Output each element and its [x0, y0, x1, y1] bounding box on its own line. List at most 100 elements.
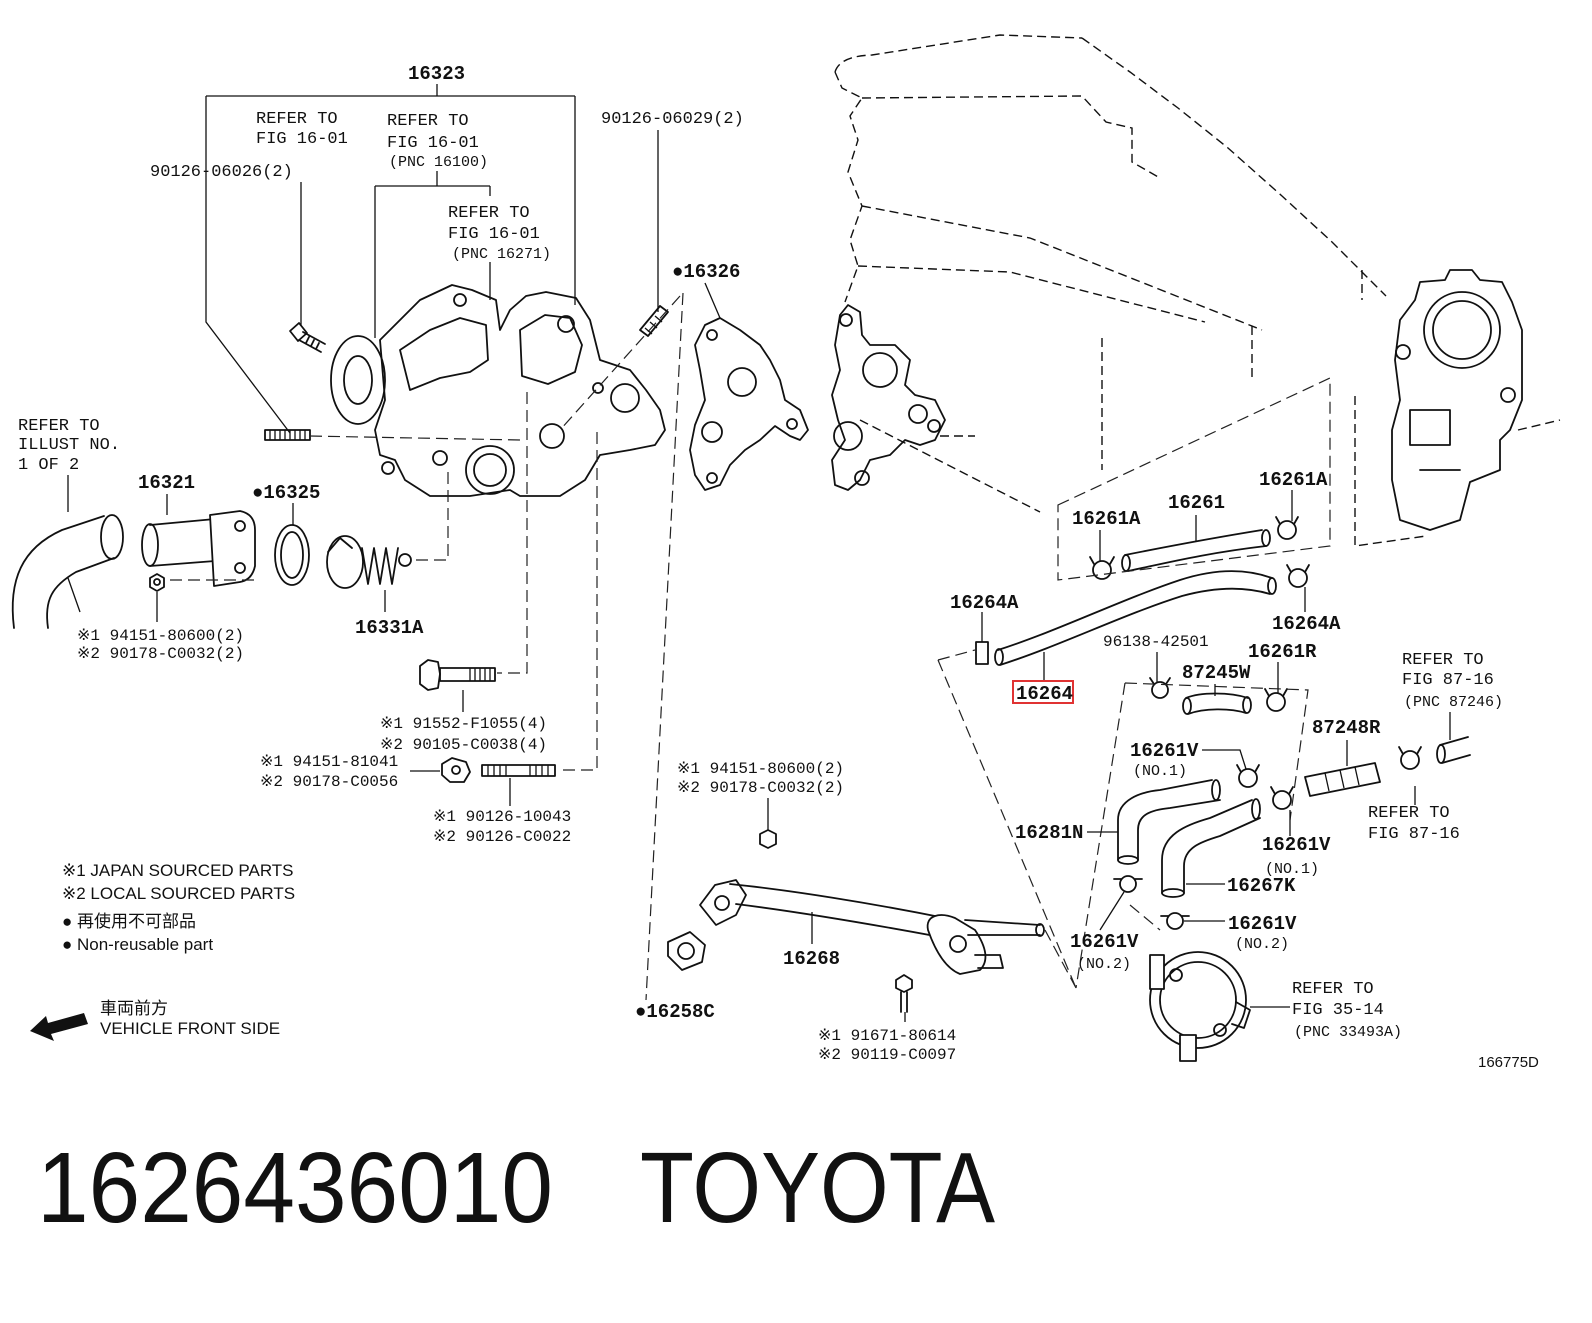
legend-japan-sourced: ※1 JAPAN SOURCED PARTS: [62, 861, 294, 880]
label-16268: 16268: [783, 948, 840, 970]
leader-lines: [67, 84, 1451, 1022]
label-nut-e-1: ※1 94151-80600(2): [677, 760, 844, 778]
label-16261a-left: 16261A: [1072, 508, 1141, 530]
label-16264a-left: 16264A: [950, 592, 1019, 614]
legend-non-reusable-en: ● Non-reusable part: [62, 935, 213, 954]
label-bolt-b-2: ※2 90105-C0038(4): [380, 736, 547, 754]
direction-label-en: VEHICLE FRONT SIDE: [100, 1019, 280, 1038]
direction-label-jp: 車両前方: [100, 999, 168, 1018]
label-nut-c-2: ※2 90178-C0056: [260, 773, 398, 791]
label-bolt-f-1: ※1 91671-80614: [818, 1027, 956, 1045]
label-16264a-right: 16264A: [1272, 613, 1341, 635]
label-refer-c-1: REFER TO: [448, 204, 530, 223]
legend: ※1 JAPAN SOURCED PARTS ※2 LOCAL SOURCED …: [62, 861, 295, 954]
label-nut-a-2: ※2 90178-C0032(2): [77, 645, 244, 663]
vehicle-front-direction: 車両前方 VEHICLE FRONT SIDE: [100, 999, 280, 1038]
selected-part-highlight: [1012, 680, 1074, 704]
label-refer-d-1: REFER TO: [18, 417, 100, 436]
label-87248r: 87248R: [1312, 717, 1381, 739]
engine-block-outline: [834, 34, 1387, 513]
callout-labels: 16323 REFER TO FIG 16-01 REFER TO FIG 16…: [18, 63, 1539, 1071]
brand-name: TOYOTA: [640, 1132, 995, 1244]
gasket-ring-16325: [274, 524, 310, 586]
label-16261: 16261: [1168, 492, 1225, 514]
label-nut-a-1: ※1 94151-80600(2): [77, 627, 244, 645]
label-16261v-no2-b: 16261V: [1070, 931, 1139, 953]
label-16258c: ●16258C: [635, 1001, 715, 1023]
label-16261v-no2-a: 16261V: [1228, 913, 1297, 935]
label-16261v-no1-b-sub: (NO.1): [1265, 861, 1319, 878]
stud-90126-06029: [639, 305, 669, 337]
clamp-16261v-no1-b: [1270, 786, 1294, 810]
label-refer-b-3: (PNC 16100): [389, 154, 488, 171]
clamp-16261r: [1264, 688, 1288, 712]
label-16261r: 16261R: [1248, 641, 1317, 663]
label-90126-06029: 90126-06029(2): [601, 110, 744, 129]
label-refer-d-3: 1 OF 2: [18, 456, 79, 475]
gasket-16258c: [667, 931, 706, 971]
label-bolt-b-1: ※1 91552-F1055(4): [380, 715, 547, 733]
label-refer-g-1: REFER TO: [1292, 980, 1374, 999]
label-16261a-right: 16261A: [1259, 469, 1328, 491]
clamp-16261v-no2-b: [1160, 912, 1190, 930]
hose-16264: [994, 570, 1277, 666]
oil-cooler-33493a: [1149, 951, 1251, 1062]
label-96138-42501: 96138-42501: [1103, 633, 1209, 651]
label-nut-c-1: ※1 94151-81041: [260, 753, 398, 771]
clamp-16261v-no1-a: [1236, 764, 1260, 788]
label-refer-g-2: FIG 35-14: [1292, 1001, 1384, 1020]
nut-94151-80600-left: [149, 573, 165, 592]
stud-90126-10043: [481, 764, 556, 777]
label-16326: ●16326: [672, 261, 740, 283]
label-16261v-no1-a-sub: (NO.1): [1133, 763, 1187, 780]
label-refer-c-3: (PNC 16271): [452, 246, 551, 263]
label-stud-d-2: ※2 90126-C0022: [433, 828, 571, 846]
label-refer-b-2: FIG 16-01: [387, 134, 479, 153]
label-16264-selected: 16264: [1016, 683, 1073, 705]
pipe-87246: [1436, 736, 1471, 764]
clamp-16261a-left: [1089, 556, 1115, 580]
clamp-16264a-right: [1286, 564, 1310, 588]
clamp-87-16: [1398, 746, 1422, 770]
nut-94151-81041: [441, 757, 471, 783]
hose-16267k: [1161, 798, 1261, 898]
label-refer-f-1: REFER TO: [1368, 804, 1450, 823]
label-nut-e-2: ※2 90178-C0032(2): [677, 779, 844, 797]
throttle-body: [1354, 269, 1561, 547]
hose-87245w: [1182, 692, 1252, 715]
label-refer-c-2: FIG 16-01: [448, 225, 540, 244]
label-16323: 16323: [408, 63, 465, 85]
label-16321: 16321: [138, 472, 195, 494]
clamp-16261v-no2-a: [1113, 875, 1143, 893]
radiator-hose-left: [11, 514, 124, 629]
label-refer-a-1: REFER TO: [256, 110, 338, 129]
stud-left: [264, 429, 311, 441]
hose-16281n: [1117, 779, 1221, 865]
label-refer-f-2: FIG 87-16: [1368, 825, 1460, 844]
vehicle-front-arrow-icon: [30, 1013, 88, 1041]
engine-front-face: [831, 304, 946, 491]
label-16331a: 16331A: [355, 617, 424, 639]
label-refer-e-1: REFER TO: [1402, 651, 1484, 670]
label-16261v-no2-a-sub: (NO.2): [1235, 936, 1289, 953]
water-pipe-16268: [699, 879, 1045, 975]
label-16261v-no1-b: 16261V: [1262, 834, 1331, 856]
label-87245w: 87245W: [1182, 662, 1251, 684]
phantom-lines: [170, 292, 1331, 1001]
bolt-91552-f1055: [419, 659, 496, 691]
clamp-96138-42501: [1149, 677, 1171, 699]
label-16281n: 16281N: [1015, 822, 1083, 844]
label-refer-d-2: ILLUST NO.: [18, 436, 120, 455]
gasket-16326: [689, 317, 809, 491]
connector-87248r: [1304, 762, 1381, 797]
clamp-16261a-right: [1275, 516, 1299, 540]
label-90126-06026: 90126-06026(2): [150, 163, 293, 182]
hose-16261: [1121, 529, 1271, 572]
label-refer-a-2: FIG 16-01: [256, 130, 348, 149]
label-16261v-no1-a: 16261V: [1130, 740, 1199, 762]
label-16267k: 16267K: [1227, 875, 1296, 897]
figure-code: 166775D: [1478, 1054, 1539, 1071]
label-16325: ●16325: [252, 482, 320, 504]
